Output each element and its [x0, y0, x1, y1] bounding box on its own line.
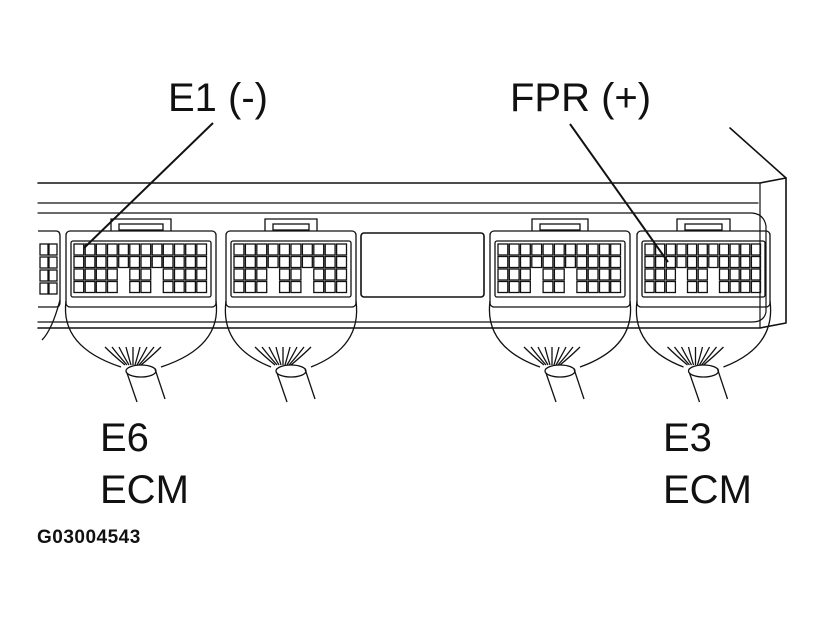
harness-e6-right — [224, 300, 358, 403]
connector-e6-left — [65, 218, 217, 308]
fpr-callout-label: FPR (+) — [510, 76, 652, 120]
harness-e3-left — [488, 300, 632, 403]
center-window — [360, 232, 485, 298]
connector-partial-left — [38, 230, 61, 341]
e6-connector-code: E6 — [100, 416, 149, 460]
e3-connector-code: E3 — [663, 416, 712, 460]
e6-connector-unit: ECM — [100, 468, 189, 512]
e1-leader-line — [83, 122, 214, 249]
connector-e3-right — [636, 218, 771, 308]
connector-e3-left — [489, 218, 631, 308]
fpr-leader-line — [569, 123, 669, 263]
figure-id: G03004543 — [37, 527, 141, 548]
harness-e6-left — [64, 300, 218, 403]
harness-e3-right — [635, 300, 772, 403]
e1-callout-label: E1 (-) — [168, 76, 268, 120]
connector-e6-right — [225, 218, 357, 308]
e3-connector-unit: ECM — [663, 468, 752, 512]
ecm-housing — [37, 127, 787, 329]
